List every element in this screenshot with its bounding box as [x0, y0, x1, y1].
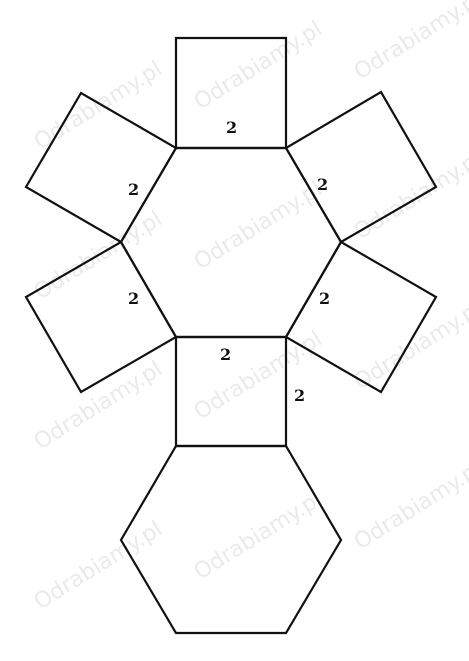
watermark-logo: Odrabiamy.pl	[350, 297, 469, 395]
square-upper-right	[284, 90, 438, 244]
square-upper-left	[24, 91, 178, 244]
watermark-logo: Odrabiamy.pl	[30, 357, 167, 455]
watermark-logo: Odrabiamy.pl	[350, 147, 469, 245]
net-shapes	[24, 36, 438, 635]
label-lower-right-edge: 2	[319, 289, 330, 308]
square-lower-right	[284, 240, 438, 394]
square-top	[174, 36, 288, 150]
watermark-logo: Odrabiamy.pl	[190, 17, 327, 115]
label-upper-right-edge: 2	[317, 175, 328, 194]
watermark-logo: Odrabiamy.pl	[30, 57, 167, 155]
label-bottom-edge: 2	[220, 345, 231, 364]
label-top-edge: 2	[226, 118, 237, 137]
label-lower-left-edge: 2	[128, 289, 139, 308]
watermark-logo: Odrabiamy.pl	[350, 457, 469, 555]
square-lower-left	[24, 240, 178, 394]
bottom-hexagon	[119, 444, 343, 635]
watermark-logo: Odrabiamy.pl	[190, 177, 327, 275]
watermark-logo: Odrabiamy.pl	[350, 0, 469, 85]
watermark-logo: Odrabiamy.pl	[30, 517, 167, 615]
label-upper-left-edge: 2	[128, 180, 139, 199]
label-side-square-edge: 2	[294, 386, 305, 405]
watermark-logo: Odrabiamy.pl	[190, 327, 327, 425]
watermark-logo: Odrabiamy.pl	[190, 487, 327, 585]
edge-labels: 2 2 2 2 2 2 2	[128, 118, 330, 405]
